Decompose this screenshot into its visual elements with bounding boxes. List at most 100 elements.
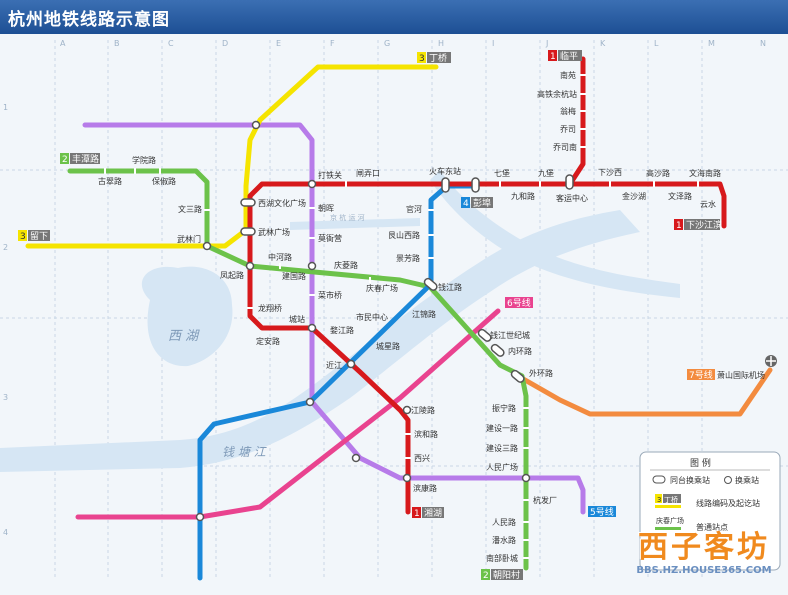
station-label: 庆春广场 [366, 283, 398, 293]
watermark: 西子客坊 BBS.HZ.HOUSE365.COM [628, 531, 780, 591]
line-tags: 3 丁桥 1 临平 2 丰潭路 3 留下 1 下沙江滨 [18, 50, 722, 581]
station-label: 人民路 [492, 517, 516, 527]
station-markers [104, 74, 699, 559]
map-legend: 图 例 同台换乘站 换乘站 3 丁桥 线路编码及起讫站 庆春广场 普通站点 [639, 451, 781, 571]
line-1-path [247, 181, 573, 515]
grid-col-label: C [168, 39, 174, 48]
line-3-path [25, 64, 439, 249]
grid-col-label: I [492, 39, 494, 48]
l2-left-name: 丰潭路 [72, 153, 99, 165]
legend-transfer: 换乘站 [735, 475, 759, 485]
station-label: 江锦路 [412, 309, 436, 319]
legend-terminal-num: 3 [657, 496, 661, 504]
station-label: 南部卧城 [486, 553, 518, 563]
line-6-path [75, 308, 501, 520]
station-label: 保俶路 [152, 176, 176, 186]
grid-col-label: D [222, 39, 228, 48]
l3-left-num: 3 [20, 232, 26, 242]
station-label: 西兴 [414, 454, 430, 463]
station-label: 九和路 [511, 191, 535, 201]
l1-right-name: 下沙江滨 [686, 219, 722, 231]
l3-left-name: 留下 [30, 230, 48, 242]
station-label: 婺江路 [330, 325, 354, 335]
station-label: 文泽路 [668, 191, 692, 201]
station-label: 中河路 [268, 252, 292, 262]
station-label: 莫衙营 [318, 233, 342, 243]
station-label: 文海南路 [689, 168, 721, 178]
station-label: 闸弄口 [356, 169, 380, 178]
grand-canal-label: 京 杭 运 河 [330, 213, 365, 222]
station-label: 近江 [326, 360, 342, 370]
l4-tag-num: 4 [463, 199, 469, 209]
station-label: 乔司 [560, 124, 576, 134]
grid-col-label: J [545, 39, 548, 48]
station-label: 杭发厂 [533, 495, 557, 505]
station-label: 七堡 [494, 168, 510, 178]
water-bodies: 西 湖 钱 塘 江 京 杭 运 河 [0, 170, 680, 472]
grid-col-label: N [760, 39, 766, 48]
qiantang-river-label: 钱 塘 江 [222, 445, 268, 459]
station-label: 滨和路 [414, 429, 438, 439]
grid-row-label: 2 [3, 243, 8, 252]
station-label: 西湖文化广场 [258, 198, 306, 208]
station-label: 官河 [406, 204, 422, 214]
title-bar: 杭州地铁线路示意图 [0, 0, 788, 34]
grid-col-label: K [600, 39, 606, 48]
station-label: 高铁余杭站 [537, 89, 577, 99]
page-title: 杭州地铁线路示意图 [8, 10, 170, 30]
station-label: 外环路 [529, 368, 553, 378]
station-label: 内环路 [508, 346, 532, 356]
station-label: 九堡 [538, 168, 554, 178]
station-label: 振宁路 [492, 403, 516, 413]
line-2-path [67, 168, 529, 571]
grid-col-label: M [708, 39, 715, 48]
l1-top-num: 1 [550, 52, 556, 62]
grid-row-label: 3 [3, 393, 8, 402]
station-label: 打铁关 [318, 170, 342, 180]
legend-regular-sample: 庆春广场 [656, 516, 684, 525]
station-label: 翁梅 [560, 106, 576, 116]
station-label: 学院路 [132, 155, 156, 165]
station-label: 文三路 [178, 204, 202, 214]
grid-col-label: E [276, 39, 281, 48]
station-label: 古翠路 [98, 176, 122, 186]
station-label: 定安路 [256, 336, 280, 346]
station-label: 凤起路 [220, 270, 244, 280]
l7-tag-name: 7号线 [689, 369, 713, 381]
legend-terminal: 线路编码及起讫站 [696, 498, 760, 508]
grid-row-label: 1 [3, 103, 8, 112]
station-label: 艮山西路 [388, 230, 420, 240]
legend-regular: 普通站点 [696, 522, 728, 532]
legend-transfer-same: 同台换乘站 [670, 475, 710, 485]
grid-col-label: G [384, 39, 390, 48]
station-label: 金沙湖 [622, 191, 646, 201]
legend-terminal-name: 丁桥 [664, 495, 678, 504]
grid-col-label: H [438, 39, 444, 48]
l5-tag-name: 5号线 [590, 506, 614, 518]
airplane-icon [765, 355, 777, 367]
l1-bottom-name: 湘湖 [424, 507, 442, 519]
l2-bottom-num: 2 [483, 571, 489, 581]
station-label: 城星路 [376, 341, 400, 351]
l4-tag-name: 彭埠 [473, 197, 491, 209]
grid-col-label: A [60, 39, 66, 48]
grid-col-label: L [654, 39, 659, 48]
station-label: 市民中心 [356, 312, 388, 322]
l3-top-num: 3 [419, 54, 425, 64]
station-label: 下沙西 [598, 168, 622, 177]
station-label: 云水 [700, 199, 716, 209]
watermark-logo: 西子客坊 [638, 530, 770, 565]
station-label: 武林广场 [258, 227, 290, 237]
metro-map: A B C D E F G H I J K L M N 1 2 3 [0, 34, 788, 595]
station-label: 武林门 [177, 234, 201, 244]
l2-left-num: 2 [62, 155, 68, 165]
station-label: 潘水路 [492, 535, 516, 545]
l3-top-name: 丁桥 [429, 52, 447, 64]
grid-col-label: F [330, 39, 335, 48]
station-label: 客运中心 [556, 193, 588, 203]
l2-bottom-name: 朝阳村 [493, 569, 520, 581]
station-label: 南苑 [560, 70, 576, 80]
station-label: 建设三路 [486, 443, 518, 453]
line-7-path [515, 367, 773, 417]
